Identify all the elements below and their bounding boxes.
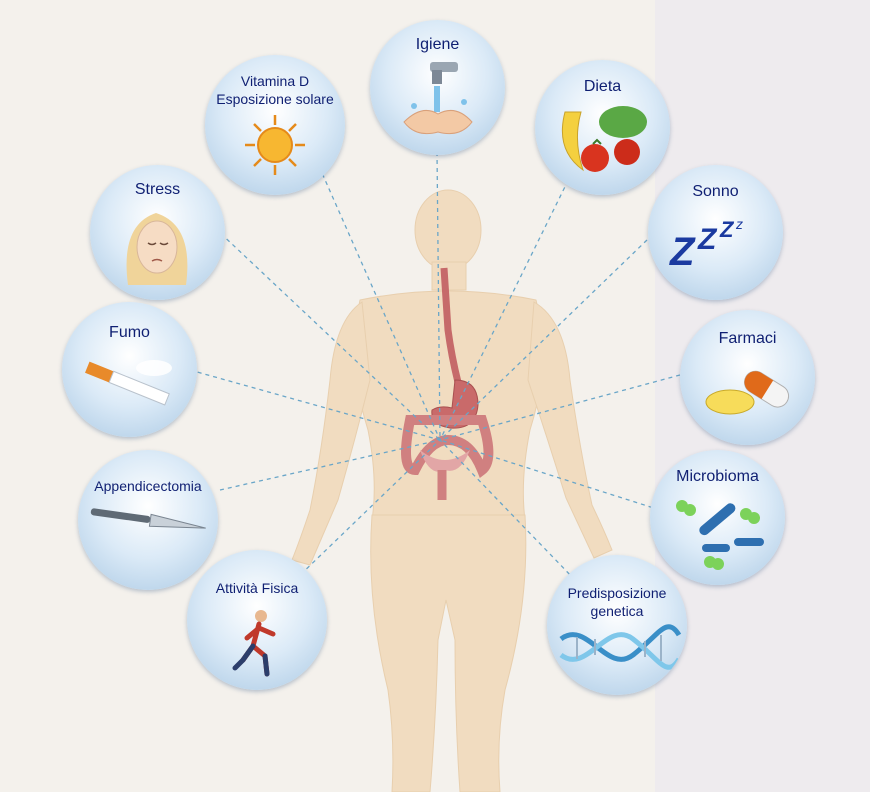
factor-fumo: Fumo (62, 302, 197, 437)
sun-icon (205, 55, 345, 195)
factor-igiene: Igiene (370, 20, 505, 155)
human-figure (292, 190, 612, 792)
svg-text:Z: Z (697, 223, 718, 256)
factor-vitamina-d: Vitamina D Esposizione solare (205, 55, 345, 195)
svg-text:z: z (735, 216, 743, 232)
svg-text:Z: Z (719, 217, 735, 242)
sleep-zzz-icon: Z Z Z z (648, 165, 783, 300)
handwashing-icon (370, 20, 505, 155)
factor-sonno: Sonno Z Z Z z (648, 165, 783, 300)
factor-farmaci: Farmaci (680, 310, 815, 445)
factor-predisposizione-genetica: Predisposizione genetica (547, 555, 687, 695)
factor-attivita-fisica: Attività Fisica (187, 550, 327, 690)
dna-helix-icon (547, 555, 687, 695)
cigarette-icon (62, 302, 197, 437)
runner-icon (187, 550, 327, 690)
factor-stress: Stress (90, 165, 225, 300)
stressed-woman-icon (90, 165, 225, 300)
svg-text:Z: Z (669, 230, 696, 274)
pills-icon (680, 310, 815, 445)
